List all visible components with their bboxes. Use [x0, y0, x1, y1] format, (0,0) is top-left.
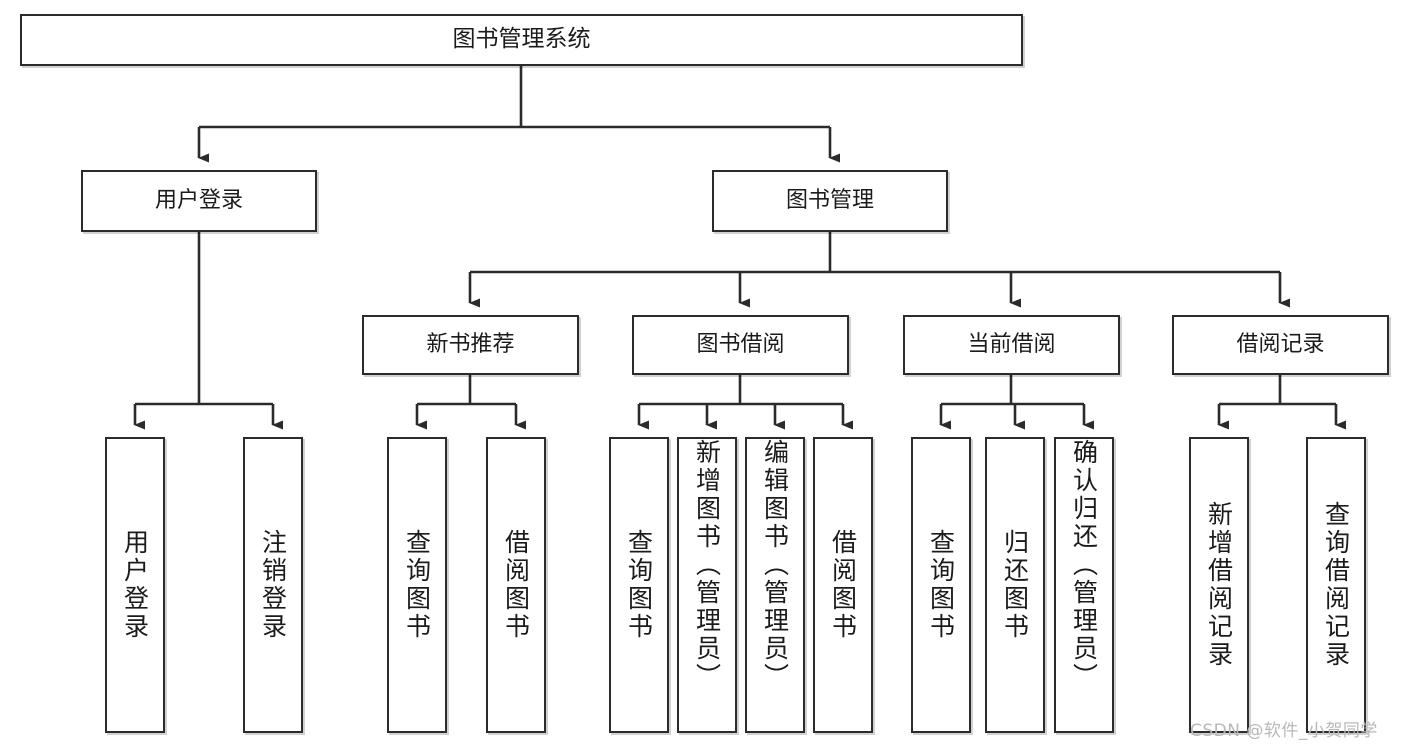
leaf-borrow-book[interactable]: 借阅图书: [813, 437, 873, 733]
node-book-management[interactable]: 图书管理: [712, 170, 948, 232]
node-new-book-recommend[interactable]: 新书推荐: [362, 315, 579, 375]
node-label: 用户登录: [154, 188, 243, 214]
node-current-borrow[interactable]: 当前借阅: [903, 315, 1120, 375]
leaf-borrow-book-recommend[interactable]: 借阅图书: [486, 437, 546, 733]
leaf-add-borrow-record[interactable]: 新增借阅记录: [1189, 437, 1249, 733]
leaf-query-book-recommend[interactable]: 查询图书: [387, 437, 447, 733]
leaf-user-login[interactable]: 用户登录: [105, 437, 165, 733]
node-label: 查询图书: [624, 529, 654, 641]
node-label: 查询图书: [926, 529, 956, 641]
node-borrow-records[interactable]: 借阅记录: [1172, 315, 1389, 375]
leaf-confirm-return-admin[interactable]: 确认归还（管理员）: [1054, 437, 1114, 733]
node-label: 确认归还（管理员）: [1069, 439, 1099, 691]
node-label: 查询图书: [402, 529, 432, 641]
leaf-query-book-current[interactable]: 查询图书: [911, 437, 971, 733]
node-label: 借阅记录: [1236, 332, 1325, 358]
node-label: 编辑图书（管理员）: [760, 439, 790, 691]
node-label: 借阅图书: [828, 529, 858, 641]
leaf-return-book[interactable]: 归还图书: [985, 437, 1045, 733]
node-label: 用户登录: [120, 529, 150, 641]
node-label: 新书推荐: [426, 332, 515, 358]
node-label: 当前借阅: [967, 332, 1056, 358]
node-book-borrow[interactable]: 图书借阅: [632, 315, 849, 375]
leaf-query-borrow-record[interactable]: 查询借阅记录: [1306, 437, 1366, 733]
node-user-login[interactable]: 用户登录: [81, 170, 317, 232]
node-label: 借阅图书: [501, 529, 531, 641]
leaf-edit-book-admin[interactable]: 编辑图书（管理员）: [745, 437, 805, 733]
node-label: 图书管理: [785, 188, 874, 214]
node-label: 注销登录: [258, 529, 288, 641]
node-label: 新增图书（管理员）: [692, 439, 722, 691]
node-label: 查询借阅记录: [1321, 501, 1351, 669]
node-label: 新增借阅记录: [1204, 501, 1234, 669]
node-label: 图书借阅: [696, 332, 785, 358]
leaf-logout[interactable]: 注销登录: [243, 437, 303, 733]
node-root-system[interactable]: 图书管理系统: [20, 14, 1023, 66]
node-label: 图书管理系统: [452, 26, 591, 53]
leaf-add-book-admin[interactable]: 新增图书（管理员）: [677, 437, 737, 733]
watermark-text: CSDN @软件_小贺同学: [1190, 721, 1378, 741]
leaf-query-book-borrow[interactable]: 查询图书: [609, 437, 669, 733]
node-label: 归还图书: [1000, 529, 1030, 641]
